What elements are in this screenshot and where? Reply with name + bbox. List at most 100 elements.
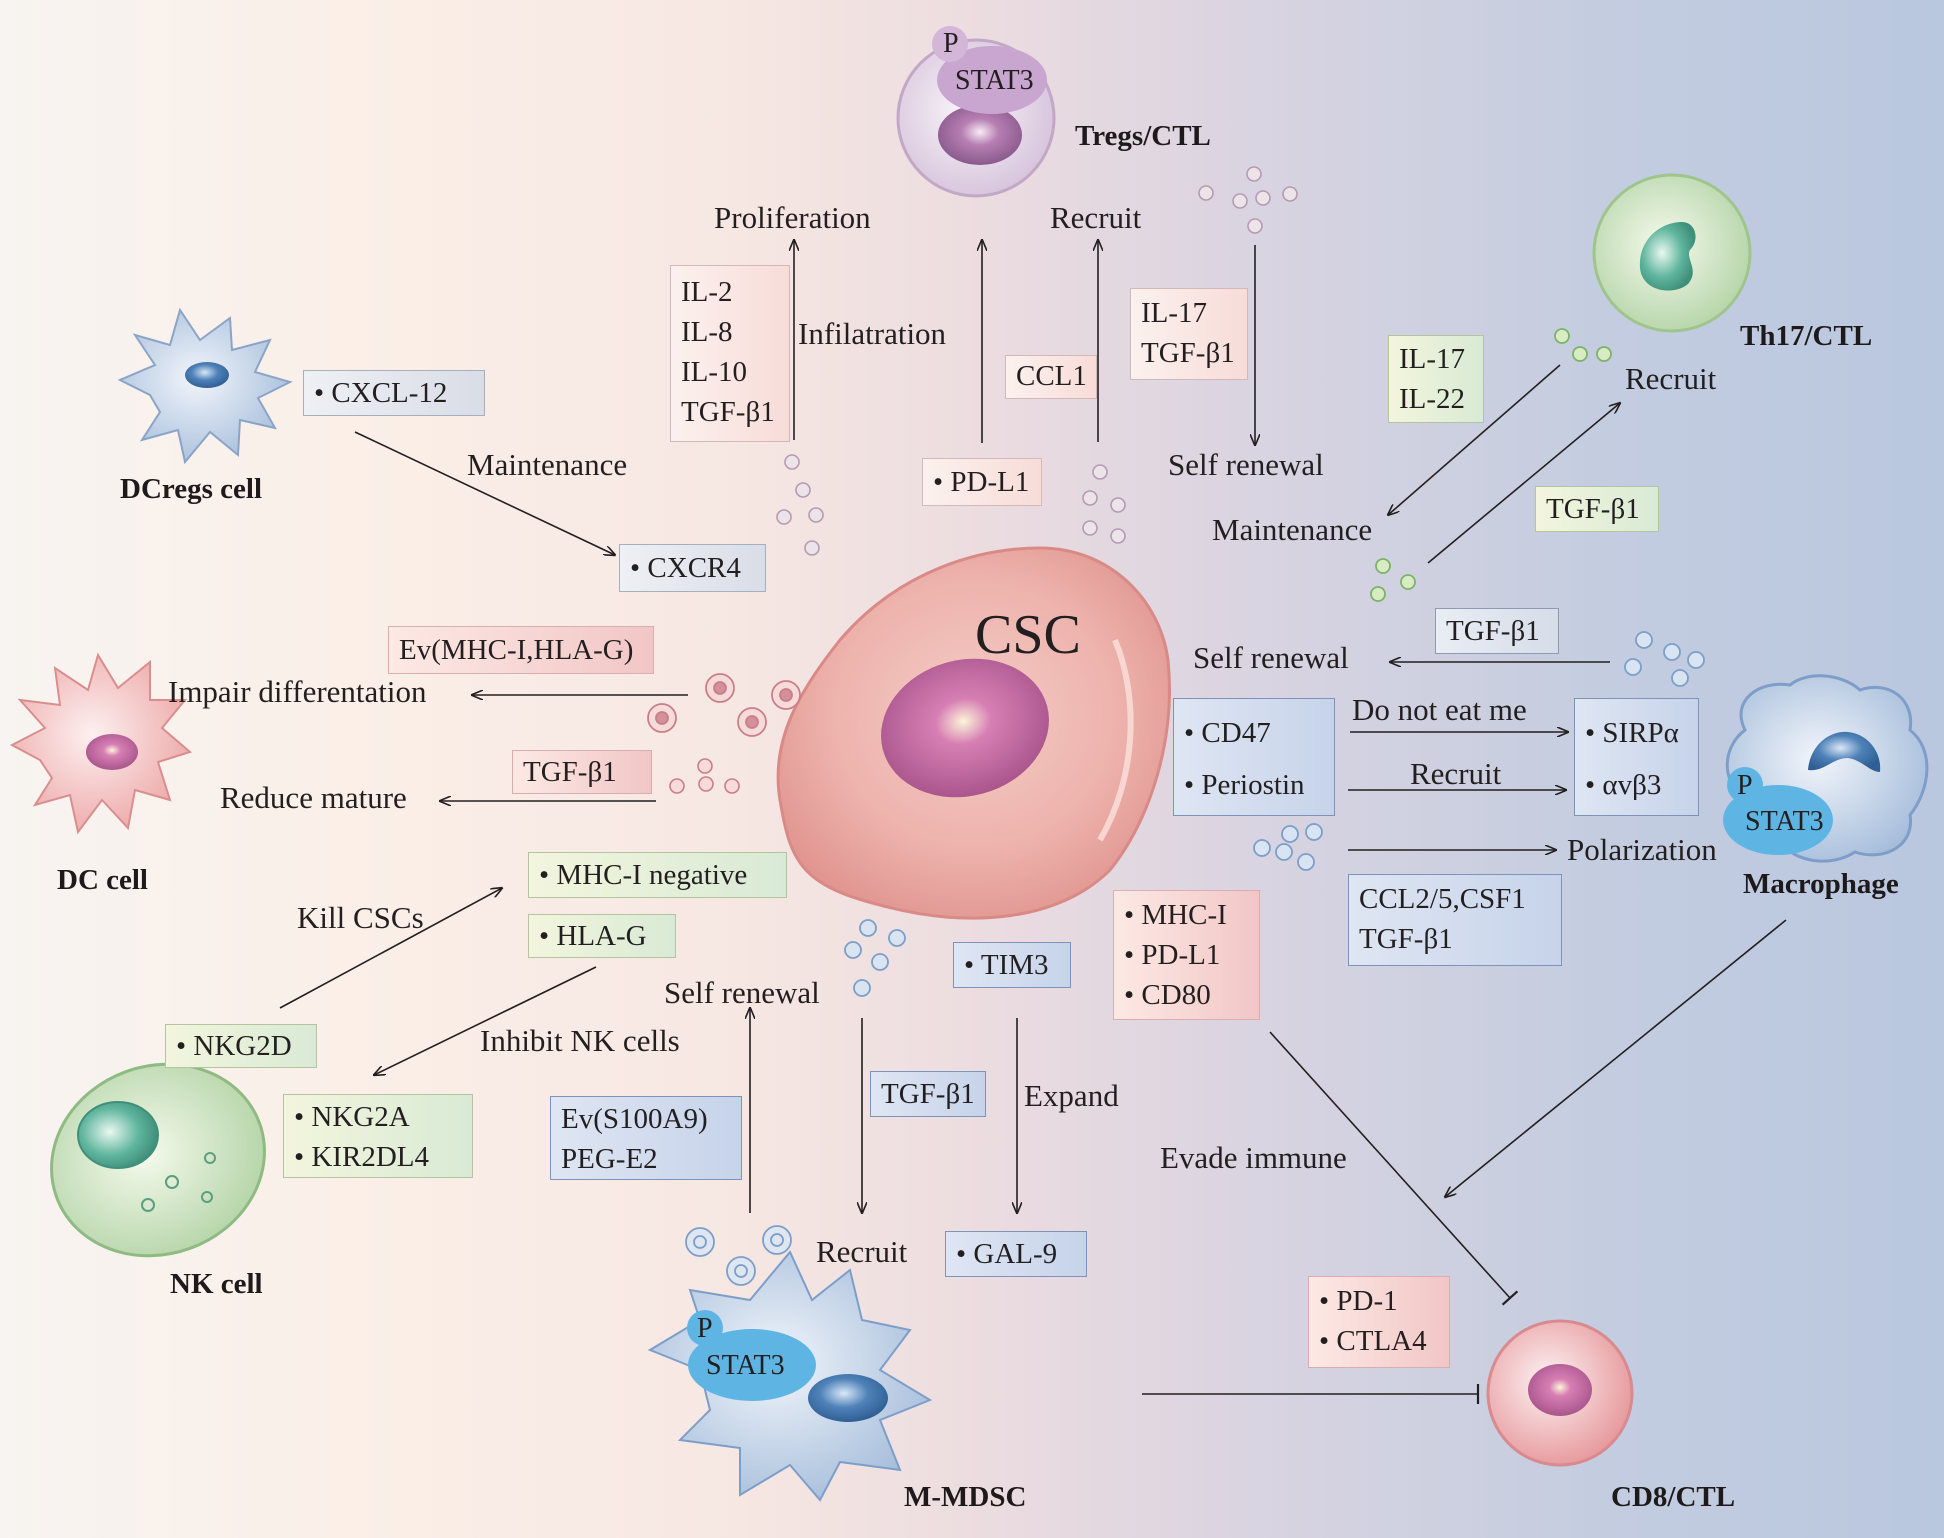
il-cytokine-item: IL-10 [681, 356, 748, 388]
il-cytokine-box: IL-2 IL-8 IL-10 TGF-β1 [670, 265, 790, 442]
self-renewal-right-label: Self renewal [1193, 640, 1349, 675]
sirpa-item: • SIRPα [1585, 717, 1679, 749]
mmdsc-cell [647, 1250, 933, 1502]
infilatration-label: Infilatration [798, 316, 947, 351]
th17-cell [1592, 173, 1752, 333]
vesicles-blue-right [1624, 631, 1705, 687]
self-renewal-top-label: Self renewal [1168, 447, 1324, 482]
ev-s100-item: Ev(S100A9) [561, 1103, 708, 1135]
impair-label: Impair differentation [168, 674, 427, 709]
tregs-p-label: P [943, 28, 959, 59]
mhci-group-item: • CD80 [1124, 979, 1211, 1011]
tgf-bottom-text: TGF-β1 [881, 1078, 975, 1110]
pd1-box: • PD-1 • CTLA4 [1308, 1276, 1450, 1368]
cxcr4-box: • CXCR4 [619, 544, 766, 592]
csc-label: CSC [975, 604, 1081, 666]
nkg2a-item: • KIR2DL4 [294, 1141, 430, 1173]
sirpa-box: • SIRPα • αvβ3 [1574, 698, 1699, 816]
cxcl12-text: • CXCL-12 [314, 377, 448, 409]
mmdsc-label: M-MDSC [904, 1481, 1027, 1513]
proliferation-label: Proliferation [714, 200, 871, 235]
vesicles-top-left [776, 454, 824, 556]
recruit-th17-label: Recruit [1625, 361, 1717, 396]
gal9-text: • GAL-9 [956, 1238, 1058, 1270]
mhci-group-item: • PD-L1 [1124, 939, 1221, 971]
tim3-box: • TIM3 [953, 942, 1071, 988]
mhci-group-item: • MHC-I [1124, 899, 1227, 931]
recruit-mac-label: Recruit [1410, 756, 1502, 791]
hlag-box: • HLA-G [528, 914, 676, 958]
dc-label: DC cell [57, 864, 148, 896]
mhc-negative-box: • MHC-I negative [528, 852, 787, 898]
tregs-cell [896, 26, 1056, 198]
vesicles-top-center [1082, 464, 1126, 544]
il17-tgf-item: IL-17 [1141, 297, 1208, 329]
nkg2d-text: • NKG2D [176, 1030, 292, 1062]
cd8-cell [1486, 1319, 1634, 1467]
gal9-box: • GAL-9 [945, 1231, 1087, 1277]
vesicles-mdsc [685, 1225, 792, 1286]
dcregs-label: DCregs cell [120, 473, 262, 505]
il-cytokine-item: IL-8 [681, 316, 733, 348]
pd1-item: • CTLA4 [1319, 1325, 1427, 1357]
tgf-dc-text: TGF-β1 [523, 756, 617, 788]
cd47-periostin-item: • Periostin [1184, 769, 1305, 801]
recruit-top-label: Recruit [1050, 200, 1142, 235]
vesicles-ev-dc [647, 673, 801, 737]
macrophage-cell [1723, 674, 1929, 863]
dc-cell [9, 652, 193, 835]
tgf-right-text: TGF-β1 [1446, 615, 1540, 647]
il17-tgf-box: IL-17 TGF-β1 [1130, 288, 1248, 380]
il17-tgf-item: TGF-β1 [1141, 337, 1235, 369]
recruit-bottom-label: Recruit [816, 1234, 908, 1269]
polarization-label: Polarization [1567, 832, 1717, 867]
il17-il22-item: IL-17 [1399, 343, 1466, 375]
mhc-negative-text: • MHC-I negative [539, 859, 748, 891]
vesicles-blue-mid [1253, 823, 1323, 871]
do-not-eat-label: Do not eat me [1352, 692, 1527, 727]
tgf-right-box: TGF-β1 [1435, 608, 1559, 654]
ev-s100-box: Ev(S100A9) PEG-E2 [550, 1096, 742, 1180]
ccl1-text: CCL1 [1016, 360, 1087, 392]
th17-label: Th17/CTL [1740, 320, 1873, 352]
mhci-group-box: • MHC-I • PD-L1 • CD80 [1113, 890, 1260, 1020]
vesicles-green-top [1554, 328, 1612, 362]
vesicles-green-bottom [1370, 558, 1416, 602]
il-cytokine-item: IL-2 [681, 276, 733, 308]
evade-label: Evade immune [1160, 1140, 1347, 1175]
ccl25-item: TGF-β1 [1359, 923, 1453, 955]
dcregs-cell [117, 307, 293, 465]
ev-mhc-text: Ev(MHC-I,HLA-G) [399, 634, 634, 666]
ev-s100-item: PEG-E2 [561, 1143, 658, 1175]
expand-label: Expand [1024, 1078, 1119, 1113]
reduce-label: Reduce mature [220, 780, 407, 815]
cxcl12-box: • CXCL-12 [303, 370, 485, 416]
cd47-periostin-box: • CD47 • Periostin [1173, 698, 1335, 816]
macrophage-stat3-label: STAT3 [1745, 806, 1824, 837]
vesicles-tgf-dc [669, 758, 740, 794]
maintenance-left-label: Maintenance [467, 447, 628, 482]
ccl25-box: CCL2/5,CSF1 TGF-β1 [1348, 874, 1562, 966]
il17-il22-box: IL-17 IL-22 [1388, 335, 1484, 423]
csc-cell [776, 546, 1171, 920]
tgf-th17-box: TGF-β1 [1535, 486, 1659, 532]
hlag-text: • HLA-G [539, 920, 647, 952]
nk-label: NK cell [170, 1268, 263, 1300]
macrophage-p-label: P [1737, 770, 1753, 801]
nkg2a-item: • NKG2A [294, 1101, 410, 1133]
tregs-stat3-label: STAT3 [955, 65, 1034, 96]
inhibit-nk-label: Inhibit NK cells [480, 1023, 680, 1058]
nk-cell [50, 1062, 266, 1258]
mmdsc-stat3-label: STAT3 [706, 1350, 785, 1381]
macrophage-label: Macrophage [1743, 868, 1899, 900]
ccl25-item: CCL2/5,CSF1 [1359, 883, 1526, 915]
nkg2d-box: • NKG2D [165, 1024, 317, 1068]
pd1-item: • PD-1 [1319, 1285, 1398, 1317]
tgf-th17-text: TGF-β1 [1546, 493, 1640, 525]
il17-il22-item: IL-22 [1399, 383, 1466, 415]
cd8-label: CD8/CTL [1611, 1481, 1736, 1513]
tim3-text: • TIM3 [964, 949, 1049, 981]
mmdsc-p-label: P [697, 1313, 713, 1344]
tgf-bottom-box: TGF-β1 [870, 1071, 986, 1117]
